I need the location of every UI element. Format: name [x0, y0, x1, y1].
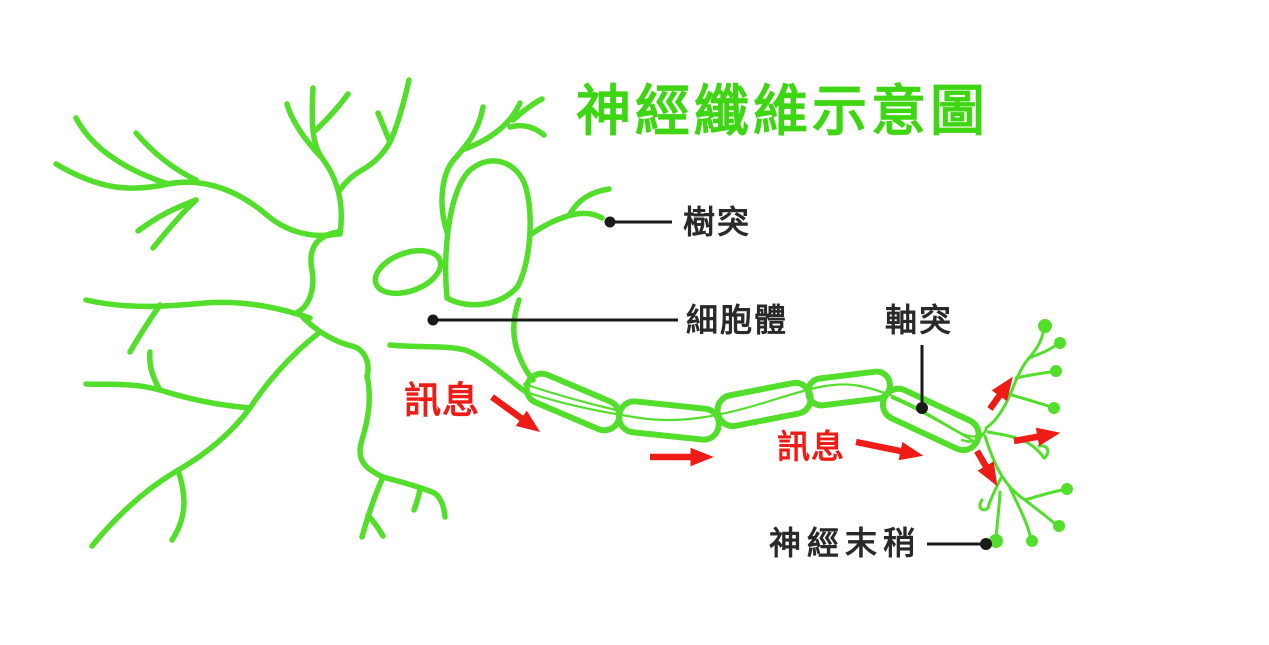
axon-myelin-sheath	[518, 368, 987, 454]
signal-arrow	[987, 376, 1013, 411]
pointer-dendrite	[604, 216, 672, 228]
dendrites	[53, 77, 612, 549]
axon-terminals	[960, 319, 1073, 548]
signal-arrow	[855, 438, 924, 461]
pointer-axon	[916, 345, 928, 414]
signal-arrows	[490, 376, 1061, 487]
signal-arrow	[974, 449, 998, 487]
label-axon: 軸突	[885, 302, 954, 338]
nucleus-oval	[372, 247, 444, 297]
synaptic-bulbs	[989, 319, 1073, 548]
label-nerve-terminal: 神經末稍	[769, 525, 922, 561]
label-signal-2: 訊息	[777, 428, 845, 465]
diagram-title: 神經纖維示意圖	[576, 80, 990, 142]
signal-arrow	[490, 394, 541, 433]
label-dendrite: 樹突	[683, 204, 752, 240]
soma	[295, 158, 536, 395]
signal-arrow	[1013, 427, 1061, 447]
label-cell-body: 細胞體	[686, 302, 789, 338]
pointer-lines	[427, 216, 992, 550]
pointer-cell-body	[427, 314, 678, 326]
label-signal-1: 訊息	[404, 380, 480, 421]
pointer-nerve-terminal	[927, 538, 992, 550]
